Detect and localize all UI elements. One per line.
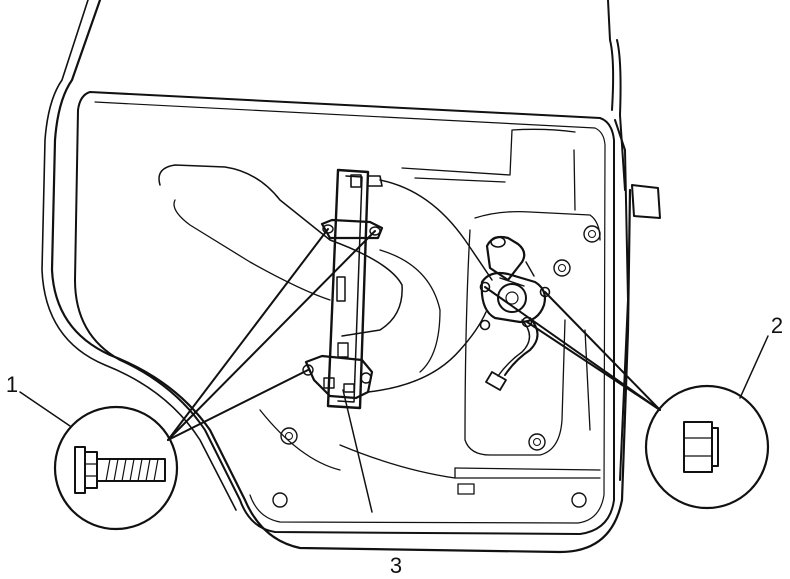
flange-bolt-icon [74,446,166,494]
door-frame [41,0,661,554]
callout-3: 3 [390,553,402,578]
callout-2: 2 [771,313,783,338]
flange-nut-icon [683,421,719,473]
window-regulator [302,168,493,410]
nut-detail-circle [644,384,770,510]
panel-contours [158,128,601,495]
callout-1: 1 [6,372,18,397]
bolt-detail-circle [53,405,179,531]
regulator-motor [479,235,551,391]
leader-lines [19,228,769,513]
service-holes [272,225,601,508]
